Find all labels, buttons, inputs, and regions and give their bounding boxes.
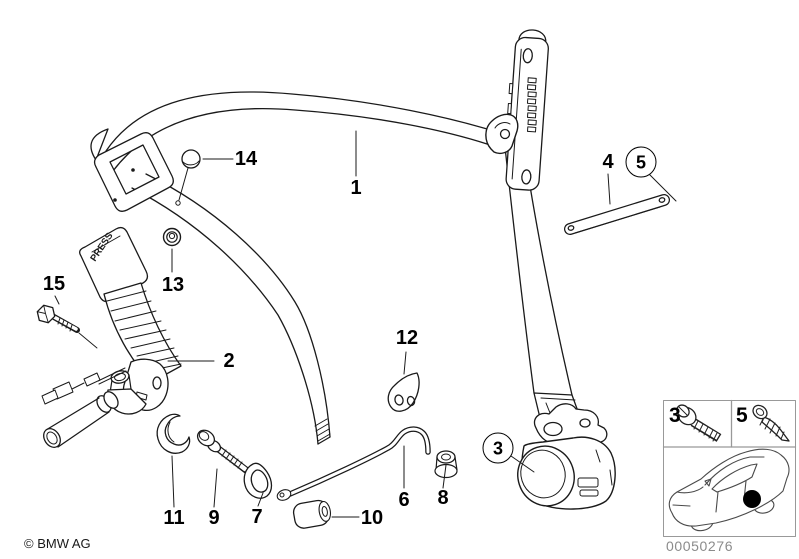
callout-5[interactable]: 5 (625, 146, 657, 178)
callout-11[interactable]: 11 (163, 507, 185, 529)
retaining-ring (243, 462, 273, 499)
tapping-screw-icon (752, 404, 790, 442)
buckle-pretensioner: PRESS (41, 226, 182, 448)
callout-12[interactable]: 12 (395, 327, 419, 349)
callout-2[interactable]: 2 (223, 350, 235, 372)
inset-label-3[interactable]: 3 (669, 404, 681, 427)
leader-lines (54, 130, 677, 518)
inset-label-5[interactable]: 5 (736, 404, 748, 427)
callout-14[interactable]: 14 (234, 148, 258, 170)
copyright-text: © BMW AG (24, 536, 91, 551)
height-adjuster-rail (505, 29, 549, 191)
callout-7[interactable]: 7 (251, 506, 263, 528)
deflector-bracket (387, 372, 420, 412)
diagram-number: 00050276 (666, 538, 734, 554)
seatbelt-webbing (105, 91, 498, 172)
callout-4[interactable]: 4 (602, 151, 614, 173)
belt-guide-loop (485, 113, 519, 155)
callout-3[interactable]: 3 (482, 432, 514, 464)
hex-bolt-icon (676, 404, 722, 442)
mounting-strip (564, 194, 670, 235)
inset-box (662, 399, 797, 537)
cover-cap (175, 149, 201, 206)
belt-anchor-fitting (90, 128, 174, 212)
collar-bolt (196, 429, 250, 474)
callout-1[interactable]: 1 (350, 177, 362, 199)
callout-13[interactable]: 13 (161, 274, 185, 296)
car-location-icon (668, 448, 790, 532)
spacer-sleeve (292, 499, 332, 529)
callout-15[interactable]: 15 (42, 273, 66, 295)
callout-8[interactable]: 8 (437, 487, 449, 509)
callout-6[interactable]: 6 (398, 489, 410, 511)
end-cap (156, 413, 191, 454)
seatbelt-lap-strand (131, 173, 331, 445)
callout-9[interactable]: 9 (208, 507, 220, 529)
callout-10[interactable]: 10 (360, 507, 384, 529)
belt-retractor (517, 392, 616, 510)
hex-bolt (36, 304, 98, 349)
grommet-washer (162, 227, 182, 247)
bent-rod (276, 426, 431, 501)
flanged-nut (434, 450, 458, 479)
